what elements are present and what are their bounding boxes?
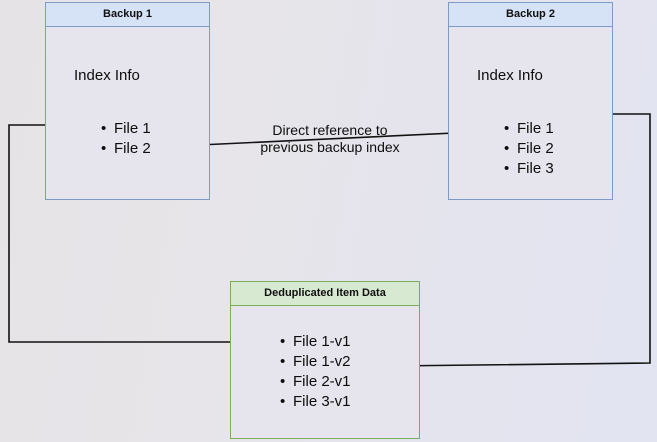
list-item: File 1-v2 — [280, 352, 350, 372]
list-item: File 2-v1 — [280, 372, 350, 392]
node-deduplicated-item-data[interactable]: Deduplicated Item Data File 1-v1 File 1-… — [230, 281, 420, 439]
node-backup-2-title: Backup 2 — [449, 3, 612, 27]
list-item: File 1 — [504, 119, 554, 139]
backup-2-index-info-label: Index Info — [477, 67, 543, 84]
list-item: File 3 — [504, 159, 554, 179]
node-deduplicated-item-data-title: Deduplicated Item Data — [231, 282, 419, 306]
list-item: File 2 — [504, 139, 554, 159]
node-backup-2[interactable]: Backup 2 Index Info File 1 File 2 File 3 — [448, 2, 613, 200]
list-item: File 3-v1 — [280, 392, 350, 412]
list-item: File 2 — [101, 139, 151, 159]
backup-2-file-list: File 1 File 2 File 3 — [501, 119, 554, 179]
node-backup-1-title: Backup 1 — [46, 3, 209, 27]
backup-1-index-info-label: Index Info — [74, 67, 140, 84]
dedup-file-list: File 1-v1 File 1-v2 File 2-v1 File 3-v1 — [277, 332, 350, 412]
direct-reference-caption: Direct reference to previous backup inde… — [260, 122, 400, 155]
list-item: File 1-v1 — [280, 332, 350, 352]
list-item: File 1 — [101, 119, 151, 139]
backup-1-file-list: File 1 File 2 — [98, 119, 151, 159]
node-backup-1[interactable]: Backup 1 Index Info File 1 File 2 — [45, 2, 210, 200]
